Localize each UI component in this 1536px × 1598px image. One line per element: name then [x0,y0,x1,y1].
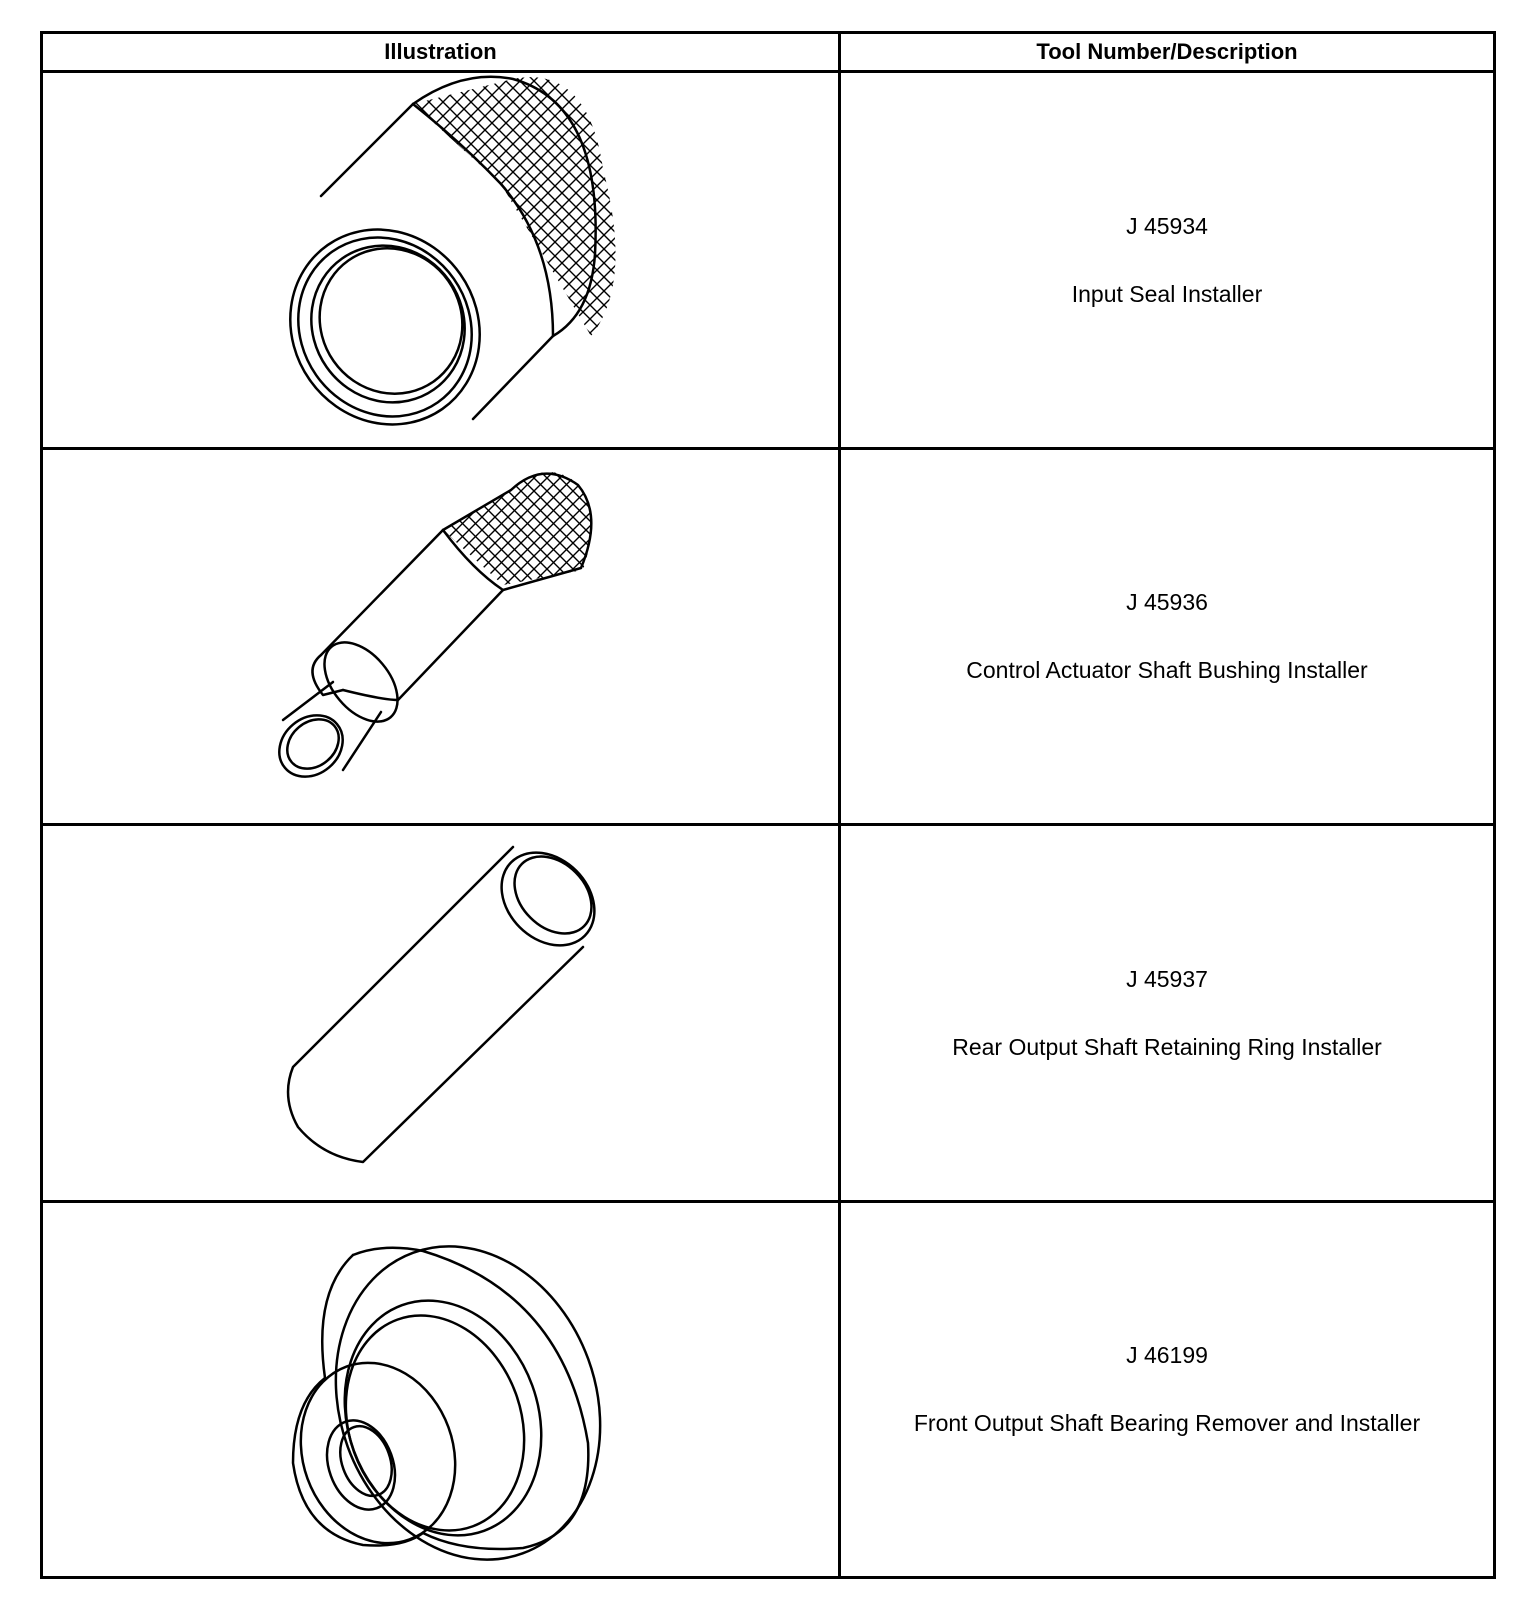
tool-description: Front Output Shaft Bearing Remover and I… [913,1410,1421,1437]
table-row: J 45937 Rear Output Shaft Retaining Ring… [40,823,1496,1203]
input-seal-installer-drawing [289,75,616,426]
bushing-installer-drawing [278,472,593,779]
tool-cell: J 46199 Front Output Shaft Bearing Remov… [838,1199,1496,1579]
illustration-cell [40,1199,841,1579]
illustration-cell [40,70,841,450]
tool-description: Control Actuator Shaft Bushing Installer [966,657,1368,684]
tool-cell: J 45934 Input Seal Installer [838,70,1496,450]
illustration-header: Illustration [40,31,841,73]
tool-number: J 46199 [1126,1342,1208,1369]
tool-number: J 45936 [1126,589,1208,616]
special-tools-table: Illustration Tool Number/Description [40,31,1496,1579]
table-row: J 45934 Input Seal Installer [40,70,1496,450]
tool-description: Rear Output Shaft Retaining Ring Install… [952,1033,1382,1060]
tool-cell: J 45936 Control Actuator Shaft Bushing I… [838,446,1496,826]
tool-description: Input Seal Installer [1071,280,1263,307]
tool-header: Tool Number/Description [838,31,1496,73]
illustration-cell [40,823,841,1203]
illustration-cell [40,446,841,826]
table-row: J 46199 Front Output Shaft Bearing Remov… [40,1199,1496,1579]
table-row: J 45936 Control Actuator Shaft Bushing I… [40,446,1496,826]
tool-cell: J 45937 Rear Output Shaft Retaining Ring… [838,823,1496,1203]
retaining-ring-installer-drawing [286,845,596,1163]
bearing-remover-installer-drawing [291,1245,602,1562]
header-row: Illustration Tool Number/Description [40,31,1496,73]
tool-number: J 45934 [1126,212,1208,239]
tool-number: J 45937 [1126,965,1208,992]
